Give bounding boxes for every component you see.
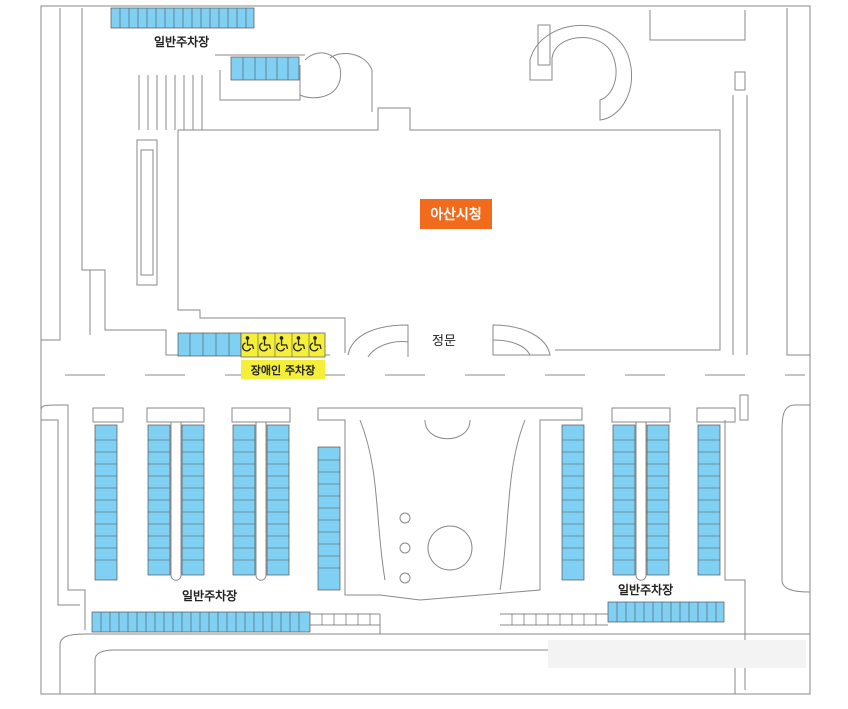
round-driveway [529,24,633,121]
watermark-area [548,640,806,668]
main-gate-label: 정문 [432,334,456,349]
fountain [427,525,473,571]
handicap-parking-label: 장애인 주차장 [241,360,325,379]
central-plaza [317,407,583,601]
wheelchair-icon [293,336,306,352]
stalls-col-6 [317,446,341,591]
left-road-edge [40,8,61,341]
stalls-col-7 [561,424,585,581]
city-hall-label: 아산시청 [420,199,492,229]
stalls-top-left [110,7,255,29]
left-annex-a [136,139,158,286]
annex-stripes [138,75,203,130]
wheelchair-icon [242,336,255,352]
island-5 [696,407,736,423]
stalls-top-small [230,56,300,81]
stalls-near-gate [177,332,242,357]
fountain-top [424,419,471,440]
main-building [177,107,721,353]
parking-stalls [91,7,725,633]
general-parking-label-bottom-right: 일반주차장 [618,583,674,597]
lower-left-edge [40,404,86,630]
handicap-stalls [240,332,326,358]
island-4 [611,407,671,423]
gate-arc-left [347,324,409,357]
stalls-bottom-left [91,611,311,633]
left-annex-b [140,149,154,276]
island-2 [146,407,205,423]
wheelchair-icon [259,336,272,352]
gate-arc-right [492,324,551,356]
left-wing-outline [81,8,330,356]
wheelchair-icon [276,336,289,352]
wheelchair-icon [309,336,322,352]
stalls-col-1 [94,424,118,581]
right-structure [781,404,811,593]
general-parking-label-bottom-left: 일반주차장 [182,589,238,603]
island-3 [231,407,291,423]
general-parking-label-top: 일반주차장 [154,35,210,49]
bottom-road [59,633,810,694]
island-1 [92,407,124,423]
map-frame [40,5,811,695]
stalls-bottom-right [607,601,725,623]
